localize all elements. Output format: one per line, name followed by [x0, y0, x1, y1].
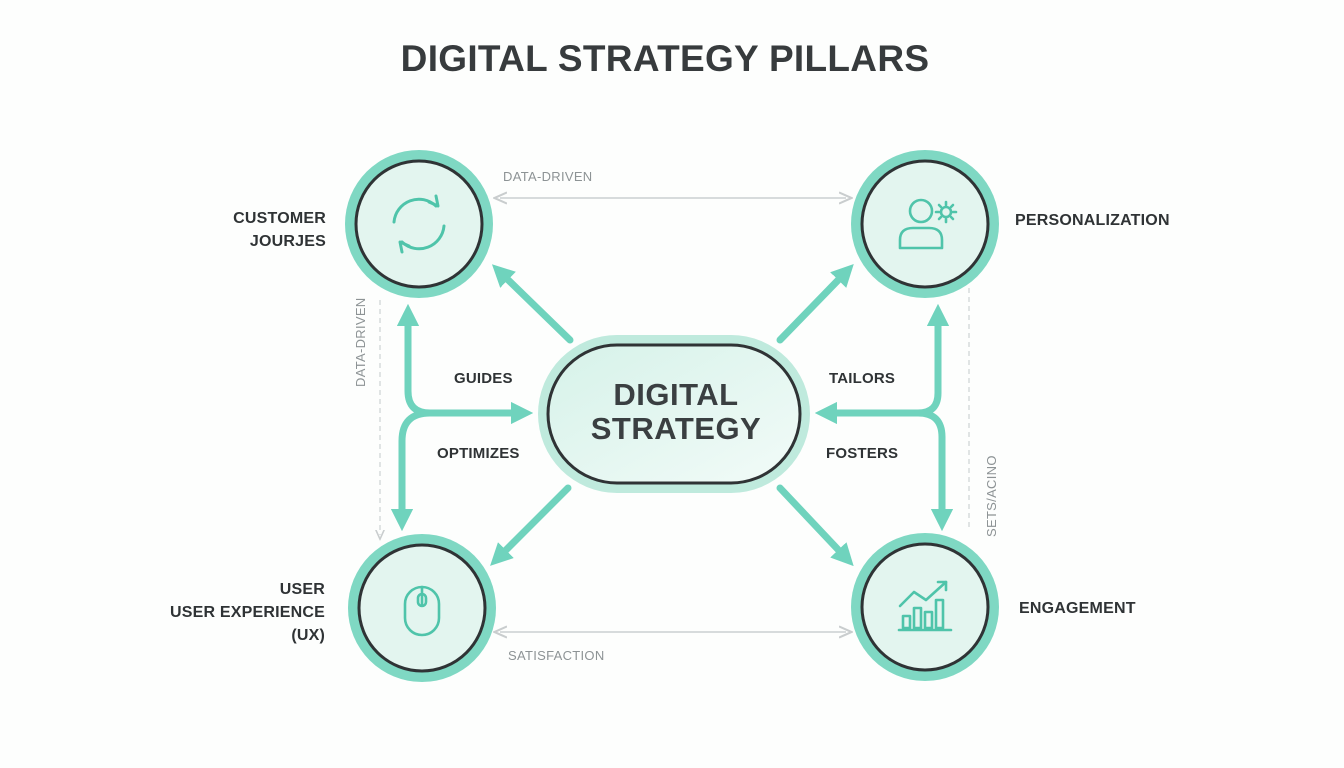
arrow-to-customer-journeys — [491, 264, 574, 344]
refresh-cycle-icon — [392, 194, 446, 254]
center-line-2: STRATEGY — [590, 411, 762, 446]
edge-label-fosters: FOSTERS — [826, 445, 899, 462]
connector-label-top: DATA-DRIVEN — [503, 169, 593, 184]
node-circle-bottom-right — [851, 533, 999, 681]
left-up-path — [396, 303, 526, 417]
node-label-line: USER — [279, 581, 325, 598]
growth-chart-icon — [897, 580, 953, 632]
node-circle-top-left — [345, 150, 493, 298]
connector-label-bottom: SATISFACTION — [508, 648, 605, 663]
right-down-path — [914, 409, 954, 532]
node-label-line: PERSONALIZATION — [1015, 212, 1170, 229]
edge-label-tailors: TAILORS — [829, 370, 896, 387]
right-bracket-arrows — [814, 303, 954, 532]
node-circle-bottom-left — [348, 534, 496, 682]
node-label-line: (UX) — [291, 627, 325, 644]
left-bracket-arrows — [390, 303, 534, 532]
arrow-to-personalization — [776, 263, 854, 344]
page-title: DIGITAL STRATEGY PILLARS — [400, 38, 930, 79]
node-label-user-experience: USER USER EXPERIENCE (UX) — [140, 578, 325, 647]
center-node-label: DIGITAL STRATEGY — [548, 378, 804, 446]
edge-label-guides: GUIDES — [454, 370, 513, 387]
node-circle-top-right — [851, 150, 999, 298]
arrow-to-engagement — [776, 484, 854, 567]
right-up-path — [914, 303, 950, 417]
diagonal-arrows — [490, 263, 854, 567]
node-label-line: JOURJES — [249, 233, 326, 250]
center-node — [538, 335, 810, 493]
node-label-line: ENGAGEMENT — [1019, 600, 1136, 617]
connector-label-left: DATA-DRIVEN — [353, 297, 368, 388]
node-label-line: CUSTOMER — [233, 210, 326, 227]
node-label-customer-journeys: CUSTOMER JOURJES — [180, 207, 326, 253]
mouse-icon — [403, 585, 441, 637]
node-label-line: USER EXPERIENCE — [169, 604, 325, 621]
left-down-path — [390, 409, 434, 532]
edge-label-optimizes: OPTIMIZES — [437, 445, 520, 462]
faint-connectors — [380, 198, 970, 632]
arrow-to-user-experience — [490, 484, 572, 566]
center-line-1: DIGITAL — [613, 377, 739, 412]
connector-label-right: SETS/ACINO — [984, 455, 999, 537]
node-label-engagement: ENGAGEMENT — [1019, 597, 1136, 620]
node-label-personalization: PERSONALIZATION — [1015, 209, 1170, 232]
user-gear-icon — [898, 198, 958, 250]
